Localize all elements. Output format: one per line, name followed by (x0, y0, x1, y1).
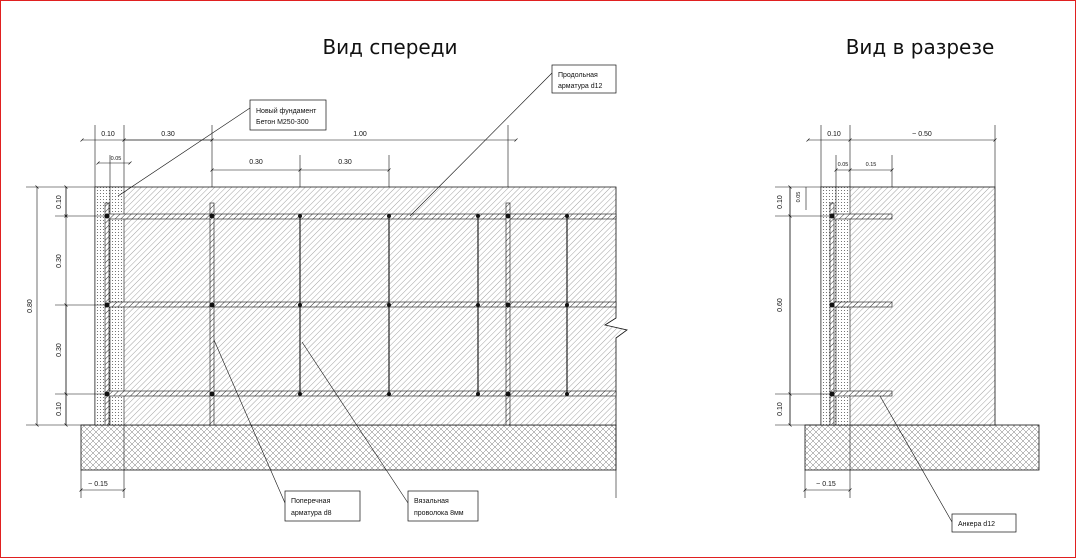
front-dim-top-030: 0.30 (161, 131, 175, 138)
section-vertical-bar (829, 202, 835, 426)
front-top-dimensions: 0.10 0.30 1.00 0.05 0.30 0.30 (80, 125, 518, 187)
section-dim-top-005: 0.05 (838, 162, 849, 168)
front-left-dimensions: 0.80 0.10 0.30 0.30 0.10 (26, 185, 105, 427)
front-callout-longitudinal: Продольная арматура d12 (409, 64, 617, 217)
section-dim-bottom-015: ~ 0.15 (816, 481, 836, 488)
callout-foundation-line2: Бетон М250-300 (256, 119, 309, 126)
section-dim-top-050: ~ 0.50 (912, 131, 932, 138)
section-callout-anchor: Анкера d12 (879, 395, 1017, 533)
section-dim-top-010: 0.10 (827, 131, 841, 138)
front-view: Вид спереди (26, 35, 628, 522)
callout-wire-line2: проволока 8мм (414, 510, 464, 517)
front-dim-top-100: 1.00 (353, 131, 367, 138)
section-left-dimensions: 0.10 0.05 0.60 0.10 (775, 185, 830, 427)
section-top-dimensions: 0.10 ~ 0.50 0.05 0.15 (806, 125, 997, 187)
section-bottom-dimension: ~ 0.15 (803, 425, 852, 498)
callout-wire-line1: Вязальная (414, 498, 449, 505)
front-dim-left-030-b: 0.30 (56, 343, 63, 357)
front-callout-foundation: Новый фундамент Бетон М250-300 (117, 99, 327, 197)
section-view-title: Вид в разрезе (846, 35, 995, 59)
section-footing (804, 424, 1040, 471)
front-dim-top-005: 0.05 (111, 156, 122, 162)
front-transverse-bars (104, 202, 511, 426)
section-dim-left-060: 0.60 (777, 298, 784, 312)
callout-transverse-line2: арматура d8 (291, 510, 332, 517)
section-view: Вид в разрезе 0.10 ~ 0.50 0.0 (775, 35, 1040, 533)
section-dim-top-015: 0.15 (866, 162, 877, 168)
section-dim-left-010-bot: 0.10 (777, 402, 784, 416)
front-footing (80, 424, 617, 471)
section-dim-left-005: 0.05 (796, 192, 802, 203)
front-dim-left-030-a: 0.30 (56, 254, 63, 268)
front-view-title: Вид спереди (322, 35, 457, 59)
front-junctions (104, 213, 569, 397)
front-callout-transverse: Поперечная арматура d8 (213, 339, 361, 522)
front-callout-wire: Вязальная проволока 8мм (301, 341, 479, 522)
front-dim-mid-030-a: 0.30 (249, 159, 263, 166)
front-dim-bottom-015: ~ 0.15 (88, 481, 108, 488)
front-dim-left-010-bot: 0.10 (56, 402, 63, 416)
callout-longitudinal-line2: арматура d12 (558, 83, 603, 90)
callout-foundation-line1: Новый фундамент (256, 107, 317, 115)
callout-anchor: Анкера d12 (958, 521, 995, 528)
section-anchors (829, 213, 893, 397)
front-dim-left-080: 0.80 (27, 299, 34, 313)
section-dim-left-010-top: 0.10 (777, 195, 784, 209)
front-bottom-dimension: ~ 0.15 (79, 425, 126, 498)
front-dim-left-010-top: 0.10 (56, 195, 63, 209)
front-dim-mid-030-b: 0.30 (338, 159, 352, 166)
callout-longitudinal-line1: Продольная (558, 72, 598, 79)
callout-transverse-line1: Поперечная (291, 498, 331, 505)
front-dim-top-010: 0.10 (101, 131, 115, 138)
